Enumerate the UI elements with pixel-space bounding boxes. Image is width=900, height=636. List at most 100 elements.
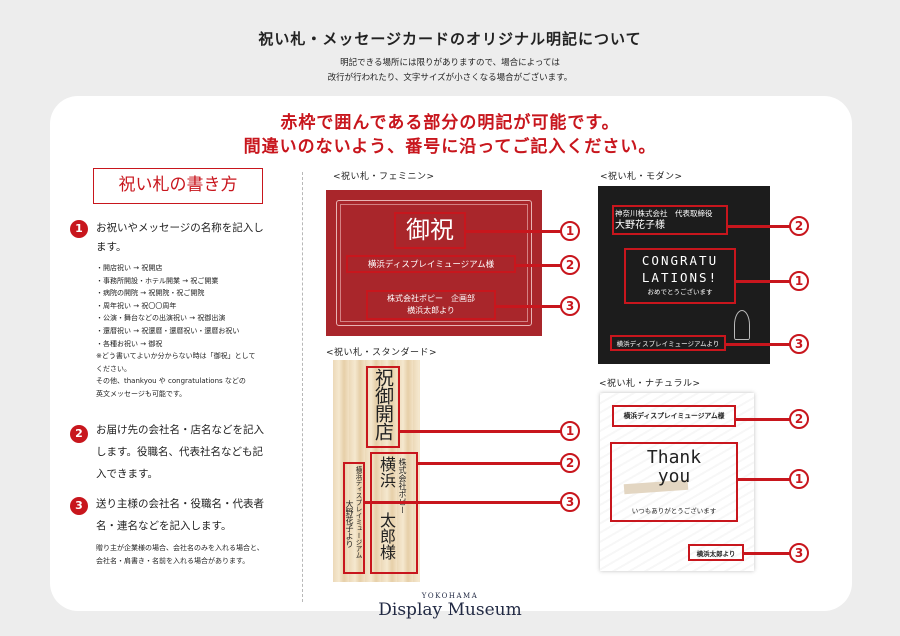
note-line: 会社名・肩書き・名前を入れる場合があります。 bbox=[96, 556, 250, 565]
marker-1: 1 bbox=[560, 421, 580, 441]
feminine-recipient-box bbox=[346, 255, 516, 273]
leader-line bbox=[736, 280, 790, 283]
example-line: ・還暦祝い → 祝還暦・還暦祝い・還暦お祝い bbox=[96, 326, 240, 335]
marker-3: 3 bbox=[789, 543, 809, 563]
modern-recipient-box bbox=[612, 205, 728, 235]
modern-message-3: おめでとうございます bbox=[647, 288, 713, 296]
step-2-badge: 2 bbox=[70, 425, 88, 443]
marker-2: 2 bbox=[789, 409, 809, 429]
standard-title-box bbox=[366, 366, 400, 448]
leader-line bbox=[516, 264, 562, 267]
standard-name-2: 太郎様 bbox=[377, 512, 396, 560]
natural-message-box bbox=[610, 442, 738, 522]
modern-card bbox=[598, 186, 770, 364]
natural-recipient: 横浜ディスプレイミュージアム様 bbox=[623, 412, 725, 420]
example-line: 英文メッセージも可能です。 bbox=[96, 389, 187, 398]
example-line: ください。 bbox=[96, 364, 131, 373]
modern-recipient: 神奈川株式会社 代表取締役 大野花子様 bbox=[615, 208, 713, 232]
standard-sender-name: 大野花子より bbox=[345, 500, 354, 548]
leader-line bbox=[728, 225, 790, 228]
leader-line bbox=[365, 501, 562, 504]
step-1-text-2: ます。 bbox=[96, 241, 127, 253]
column-divider bbox=[302, 172, 303, 602]
standard-card bbox=[333, 360, 420, 582]
marker-3: 3 bbox=[560, 296, 580, 316]
howto-title: 祝い札の書き方 bbox=[93, 168, 263, 204]
example-line: ・各種お祝い → 御祝 bbox=[96, 339, 163, 348]
step-3-notes: 贈り主が企業様の場合、会社名のみを入れる場合と、 会社名・肩書き・名前を入れる場… bbox=[96, 542, 264, 567]
step-3-badge: 3 bbox=[70, 497, 88, 515]
notice-line-1: 赤枠で囲んである部分の明記が可能です。 bbox=[280, 113, 620, 133]
feminine-sender-2: 横浜太郎より bbox=[407, 306, 455, 315]
marker-1: 1 bbox=[789, 469, 809, 489]
modern-message-1: CONGRATU bbox=[641, 253, 719, 268]
natural-message: Thank you bbox=[610, 448, 738, 486]
brand-logo: Display Museum bbox=[378, 600, 522, 620]
standard-sender: 横浜ディスプレイミュージアム bbox=[354, 466, 362, 559]
natural-sender-box bbox=[688, 544, 744, 561]
standard-sender-box bbox=[343, 462, 365, 574]
natural-caption: <祝い札・ナチュラル> bbox=[599, 379, 701, 389]
natural-recipient-box bbox=[612, 405, 736, 427]
step-1-examples: ・開店祝い → 祝開店 ・事務所開設・ホテル開業 → 祝ご開業 ・病院の開院 →… bbox=[96, 262, 296, 401]
brand-small: YOKOHAMA bbox=[421, 592, 479, 600]
feminine-sender: 株式会社ポピー 企画部 横浜太郎より bbox=[366, 293, 496, 317]
marker-1: 1 bbox=[789, 271, 809, 291]
step-2-line: お届け先の会社名・店名などを記入 bbox=[96, 424, 264, 436]
natural-message-3: いつもありがとうございます bbox=[631, 507, 717, 515]
note-line: 贈り主が企業様の場合、会社名のみを入れる場合と、 bbox=[96, 544, 264, 552]
marker-2: 2 bbox=[789, 216, 809, 236]
page-title: 祝い札・メッセージカードのオリジナル明記について bbox=[258, 30, 642, 48]
header-note-2: 改行が行われたり、文字サイズが小さくなる場合がございます。 bbox=[327, 73, 573, 83]
leader-line bbox=[738, 478, 790, 481]
standard-recipient-box bbox=[370, 452, 418, 574]
marker-2: 2 bbox=[560, 453, 580, 473]
step-2-text: お届け先の会社名・店名などを記入 します。役職名、代表社名なども記 入できます。 bbox=[96, 419, 264, 485]
example-line: ・事務所開設・ホテル開業 → 祝ご開業 bbox=[96, 276, 219, 285]
marker-2: 2 bbox=[560, 255, 580, 275]
step-2-line: 入できます。 bbox=[96, 468, 158, 480]
notice-line-2: 間違いのないよう、番号に沿ってご記入ください。 bbox=[243, 137, 657, 157]
modern-caption: <祝い札・モダン> bbox=[600, 172, 683, 182]
example-line: ・周年祝い → 祝〇〇周年 bbox=[96, 301, 177, 310]
feminine-recipient: 横浜ディスプレイミュージアム様 bbox=[367, 260, 495, 270]
step-1-badge: 1 bbox=[70, 220, 88, 238]
step-3-line: 名・連名などを記入します。 bbox=[96, 520, 232, 532]
example-line: ・病院の開院 → 祝開院・祝ご開院 bbox=[96, 289, 205, 298]
feminine-title-box bbox=[394, 212, 466, 249]
feminine-sender-1: 株式会社ポピー 企画部 bbox=[387, 294, 475, 303]
leader-line bbox=[466, 230, 562, 233]
ornament-frame bbox=[336, 200, 532, 326]
feminine-sender-box bbox=[366, 290, 496, 320]
standard-name-1: 横浜 bbox=[377, 456, 396, 488]
natural-sender: 横浜太郎より bbox=[696, 550, 736, 558]
feminine-caption: <祝い札・フェミニン> bbox=[333, 172, 435, 182]
modern-message-2: LATIONS! bbox=[641, 270, 719, 285]
modern-message-box bbox=[624, 248, 736, 304]
leader-line bbox=[400, 430, 562, 433]
modern-recipient-1: 神奈川株式会社 代表取締役 bbox=[615, 209, 713, 218]
marker-3: 3 bbox=[560, 492, 580, 512]
rose-icon bbox=[734, 310, 750, 340]
example-line: ・開店祝い → 祝開店 bbox=[96, 264, 163, 272]
step-3-text: 送り主様の会社名・役職名・代表者 名・連名などを記入します。 bbox=[96, 493, 264, 537]
marker-3: 3 bbox=[789, 334, 809, 354]
leader-line bbox=[726, 343, 790, 346]
marker-1: 1 bbox=[560, 221, 580, 241]
feminine-title: 御祝 bbox=[406, 216, 454, 244]
modern-sender: 横浜ディスプレイミュージアムより bbox=[616, 340, 720, 348]
natural-message-2: you bbox=[657, 466, 691, 487]
leader-line bbox=[744, 552, 790, 555]
step-1-text-1: お祝いやメッセージの名称を記入し bbox=[96, 222, 264, 234]
natural-message-1: Thank bbox=[646, 447, 702, 468]
modern-sender-box bbox=[610, 335, 726, 351]
step-2-line: します。役職名、代表社名なども記 bbox=[96, 446, 263, 458]
modern-message: CONGRATU LATIONS! おめでとうございます bbox=[624, 252, 736, 298]
example-line: ※どう書いてよいか分からない時は「御祝」として bbox=[96, 352, 256, 361]
step-3-line: 送り主様の会社名・役職名・代表者 bbox=[96, 498, 264, 510]
example-line: その他、thankyou や congratulations などの bbox=[96, 377, 246, 386]
standard-title: 祝御開店 bbox=[372, 368, 394, 440]
ornament-frame-inner bbox=[340, 204, 528, 322]
standard-company: 株式会社ポピー bbox=[398, 458, 407, 514]
leader-line bbox=[736, 418, 790, 421]
